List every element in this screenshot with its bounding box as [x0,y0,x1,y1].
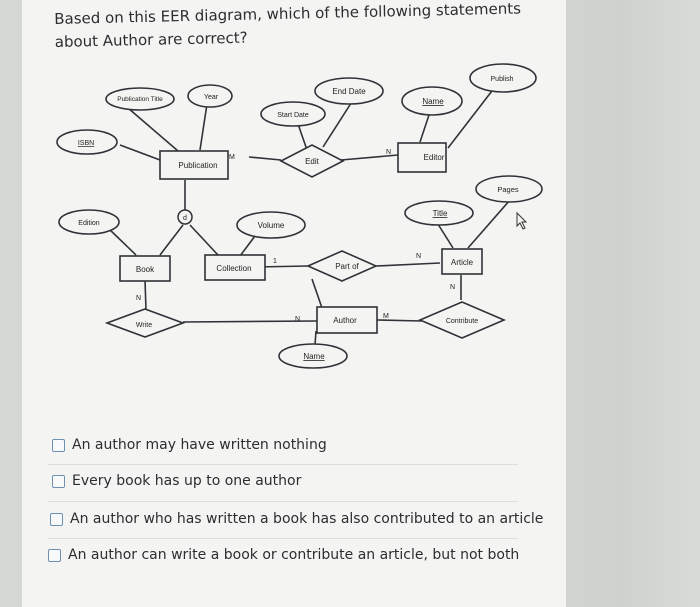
publication-title-label: Publication Title [117,96,163,103]
option-checkbox[interactable] [48,548,61,562]
entity-author [316,306,378,334]
cardinality-1-collection: 1 [273,258,277,265]
option-2[interactable]: Every book has up to one author [52,473,301,489]
cardinality-n-contribute: N [450,284,455,291]
entity-article [441,248,483,275]
relationship-part-of [306,250,378,282]
cursor-icon [516,211,528,230]
relationship-edit [279,144,345,178]
author-label: Author [333,316,357,325]
option-label: Every book has up to one author [72,473,302,489]
divider [48,538,518,539]
option-1[interactable]: An author may have written nothing [52,437,327,453]
contribute-label: Contribute [446,318,478,325]
attribute-publish [469,63,537,93]
year-label: Year [204,94,219,101]
attribute-end-date [314,77,384,105]
entity-publication [159,150,229,180]
option-4[interactable]: An author can write a book or contribute… [48,547,519,563]
title-label: Title [433,209,448,218]
start-date-label: Start Date [277,112,309,119]
write-label: Write [136,322,152,329]
collection-label: Collection [216,264,251,273]
option-3[interactable]: An author who has written a book has als… [50,511,543,527]
attribute-volume [236,211,306,239]
attribute-start-date [260,101,326,127]
cardinality-n-editor: N [386,149,391,156]
attribute-publication-title [105,87,175,111]
divider [48,501,518,502]
pages-label: Pages [497,185,519,194]
author-name-label: Name [303,352,325,361]
attribute-editor-name [401,86,463,116]
publish-label: Publish [491,76,514,83]
cardinality-n-book: N [136,295,141,302]
edit-label: Edit [305,157,320,166]
editor-name-label: Name [422,97,444,106]
option-label: An author may have written nothing [72,437,327,453]
attribute-title [404,200,474,226]
cardinality-m-author: M [383,313,389,320]
specialization-circle [177,209,193,225]
attribute-author-name [278,343,348,369]
article-label: Article [451,258,474,267]
relationship-write [104,308,186,338]
entity-editor [397,142,447,173]
entity-book [119,255,171,282]
edition-label: Edition [78,220,100,227]
volume-label: Volume [258,221,285,230]
option-checkbox[interactable] [50,512,63,526]
publication-label: Publication [178,161,217,170]
attribute-pages [475,175,543,203]
cardinality-n-article: N [416,253,421,260]
cardinality-n-author: N [295,316,300,323]
specialization-label: d [183,215,187,222]
option-label: An author who has written a book has als… [70,511,544,527]
book-label: Book [136,265,155,274]
option-label: An author can write a book or contribute… [68,547,520,563]
cardinality-m-publication: M [229,154,235,161]
editor-label: Editor [424,153,445,162]
part-of-label: Part of [335,262,359,271]
entity-collection [204,254,266,281]
isbn-label: ISBN [78,140,94,147]
relationship-contribute [417,301,507,339]
end-date-label: End Date [332,87,366,96]
attribute-edition [58,209,120,235]
attribute-year [187,84,233,108]
attribute-isbn [56,129,118,155]
page-background [566,0,700,607]
option-checkbox[interactable] [52,438,65,452]
option-checkbox[interactable] [52,474,65,488]
divider [48,464,518,465]
